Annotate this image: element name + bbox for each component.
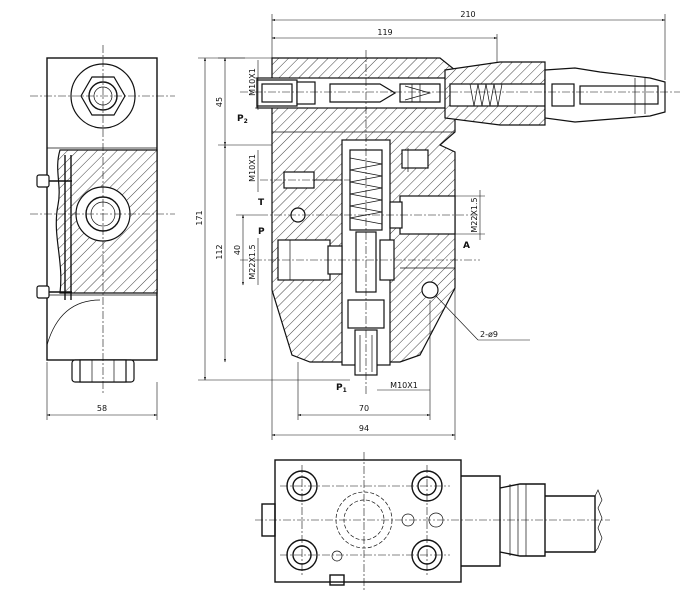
top-view — [255, 452, 610, 590]
port-p1-label: P1 — [336, 383, 347, 394]
dim-overall-height: 171 — [195, 210, 204, 225]
port-a-label: A — [463, 241, 470, 251]
dim-top-section: 45 — [215, 97, 224, 107]
thread-p: M22X1.5 — [248, 244, 257, 279]
thread-p1: M10X1 — [390, 381, 418, 390]
dim-side-width: 58 — [97, 404, 107, 413]
dim-base-width: 94 — [359, 424, 369, 433]
front-section-view — [240, 50, 680, 395]
front-dimensions: 210 119 171 112 45 40 M10X1 M10X1 M22X1.… — [195, 10, 666, 440]
dim-port-spacing: 70 — [359, 404, 369, 413]
dim-port-p-offset: 40 — [233, 245, 242, 255]
side-view: 58 — [30, 45, 175, 420]
thread-a: M22X1.5 — [470, 197, 479, 232]
port-p-label: P — [258, 227, 265, 237]
port-t-label: T — [258, 198, 265, 208]
thread-p2: M10X1 — [248, 68, 257, 96]
thread-t: M10X1 — [248, 154, 257, 182]
dim-overall-length: 210 — [460, 10, 475, 19]
port-labels: P2 T P A P1 — [237, 114, 470, 394]
dim-body-height: 112 — [215, 244, 224, 259]
hole-callout: 2-ø9 — [480, 330, 498, 339]
port-p2-label: P2 — [237, 114, 248, 125]
dim-body-length: 119 — [377, 28, 392, 37]
side-screw-top-icon — [36, 174, 72, 188]
side-screw-bottom-icon — [36, 285, 72, 299]
